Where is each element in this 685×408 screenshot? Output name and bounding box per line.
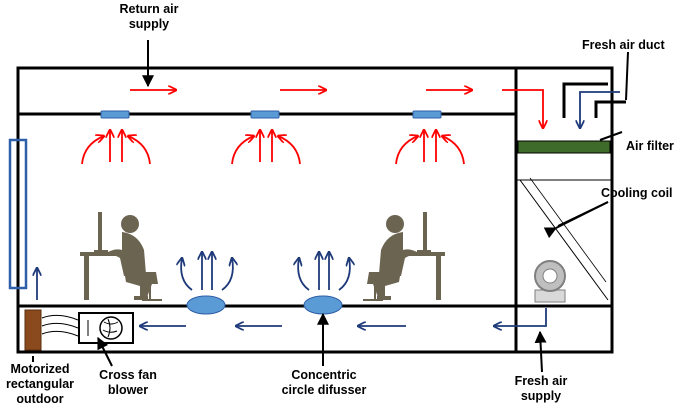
cross-fan-label: Cross fan blower (92, 368, 164, 398)
cooling-coil (516, 177, 612, 301)
concentric-line2: circle difusser (281, 383, 367, 397)
ceiling-vent (412, 110, 442, 119)
motorized-line2: rectangular (5, 377, 75, 391)
underfloor-arrows (140, 308, 547, 326)
supply-air-group (298, 252, 350, 291)
floor-diffuser (303, 295, 343, 315)
cooling-coil-label: Cooling coil (601, 186, 673, 200)
rising-air-group (231, 130, 301, 165)
return-air-arrows (130, 90, 543, 128)
ceiling-vent (250, 110, 280, 119)
outdoor-damper (24, 309, 42, 351)
ceiling-vents (100, 110, 442, 119)
person-at-computer-icon (80, 212, 162, 301)
fresh-air-duct-label: Fresh air duct (582, 38, 665, 52)
fresh-air-supply-line2: supply (520, 389, 562, 403)
wall-vent (8, 138, 28, 290)
ceiling-vent (100, 110, 130, 119)
person-at-computer-icon (363, 212, 445, 301)
fresh-air-supply-label: Fresh air supply (506, 374, 576, 404)
motorized-line3: outdoor (16, 392, 64, 406)
rising-air-group (81, 130, 151, 165)
motorized-outdoor-label: Motorized rectangular outdoor (0, 362, 80, 407)
concentric-diffuser-label: Concentric circle difusser (270, 368, 378, 398)
cooling-coil-pointer (543, 201, 609, 239)
return-air-line1: Return air (119, 2, 179, 16)
fresh-air-duct (562, 82, 626, 118)
supply-air-group (181, 252, 233, 291)
cooling-unit-fan-icon (534, 260, 566, 303)
cross-fan-blower-icon (78, 312, 134, 344)
fresh-air-supply-line1: Fresh air (514, 374, 568, 388)
return-air-line2: supply (128, 17, 170, 31)
fresh-air-duct-arrow (580, 91, 620, 128)
concentric-line1: Concentric (291, 368, 357, 382)
return-air-label: Return air supply (108, 2, 190, 32)
cross-fan-line1: Cross fan (99, 368, 157, 382)
rising-air-arrows (81, 130, 465, 165)
motorized-line1: Motorized (10, 362, 70, 376)
rising-air-group (395, 130, 465, 165)
supply-air-arrows (181, 252, 350, 291)
damper-wind-lines (41, 314, 79, 337)
air-filter (517, 140, 611, 154)
air-filter-label: Air filter (626, 139, 674, 153)
floor-diffuser (186, 295, 226, 315)
cross-fan-line2: blower (107, 383, 149, 397)
